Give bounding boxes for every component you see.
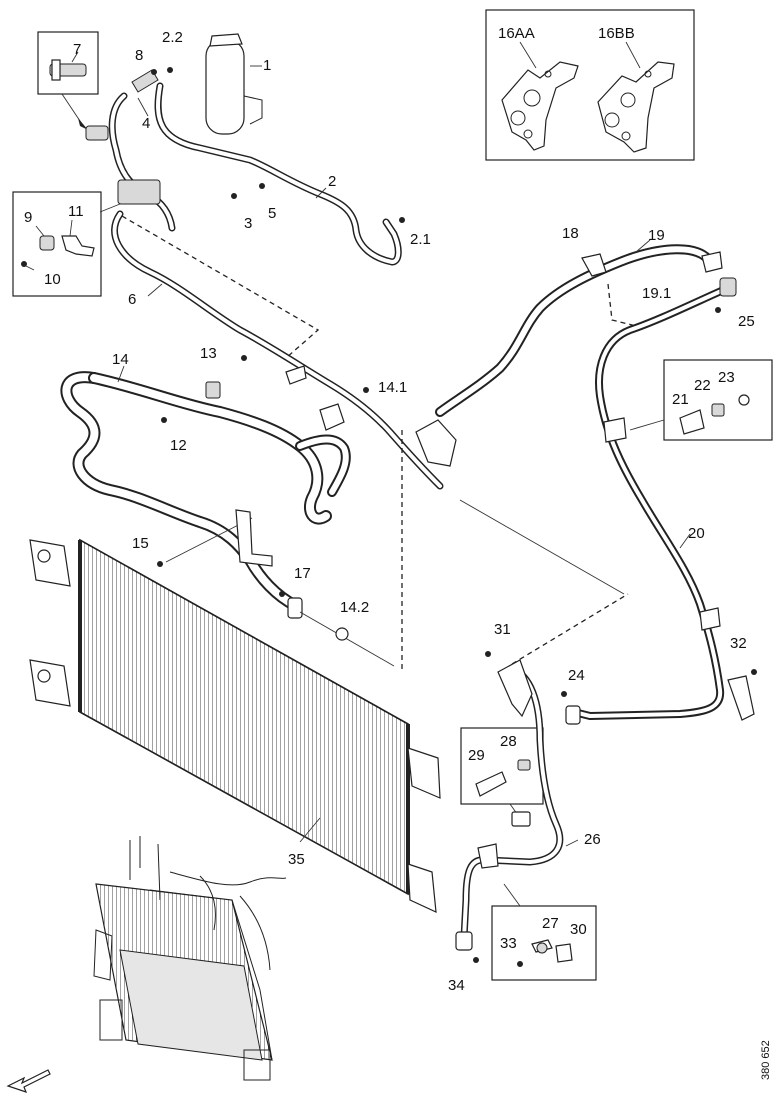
callout-4: 4: [142, 115, 150, 132]
callout-29: 29: [468, 747, 485, 764]
callout-6: 6: [128, 291, 136, 308]
callout-14: 14: [112, 351, 129, 368]
callout-18: 18: [562, 225, 579, 242]
cooling-module-thumbnail: [93, 836, 287, 1081]
inset-27-30-33: [491, 883, 597, 981]
callout-labels: 7 8 2.2 1 4 2 5 3 2.1 9 11 10 6 13 14 14…: [24, 25, 772, 1080]
callout-2.1: 2.1: [410, 231, 431, 248]
reference-lines: [121, 215, 757, 675]
callout-35: 35: [288, 851, 305, 868]
inset-28-29: [460, 727, 544, 819]
inset-9-10-11: [12, 191, 131, 297]
callout-14.1: 14.1: [378, 379, 407, 396]
hose-20: [565, 277, 755, 725]
hose-4: [108, 67, 176, 232]
hose-6: [111, 179, 444, 490]
callout-11: 11: [68, 203, 84, 220]
callout-5: 5: [268, 205, 276, 222]
callout-10: 10: [44, 271, 61, 288]
callout-27: 27: [542, 915, 559, 932]
hose-19: [415, 239, 723, 467]
callout-23: 23: [718, 369, 735, 386]
callout-16AA: 16AA: [498, 25, 535, 42]
callout-16BB: 16BB: [598, 25, 635, 42]
inset-16aa-16bb: [485, 9, 695, 161]
callout-22: 22: [694, 377, 711, 394]
callout-14.2: 14.2: [340, 599, 369, 616]
callout-21: 21: [672, 391, 689, 408]
callout-7: 7: [73, 41, 81, 58]
inset-7: [37, 31, 109, 141]
callout-32: 32: [730, 635, 747, 652]
callout-8: 8: [135, 47, 143, 64]
callout-15: 15: [132, 535, 149, 552]
callout-30: 30: [570, 921, 587, 938]
callout-9: 9: [24, 209, 32, 226]
callout-1: 1: [263, 57, 271, 74]
callout-19.1: 19.1: [642, 285, 671, 302]
callout-13: 13: [200, 345, 217, 362]
callout-28: 28: [500, 733, 517, 750]
callout-17: 17: [294, 565, 311, 582]
hose-26: [455, 651, 579, 963]
callout-2: 2: [328, 173, 336, 190]
callout-12: 12: [170, 437, 187, 454]
hose-2: [154, 82, 405, 266]
callout-26: 26: [584, 831, 601, 848]
callout-34: 34: [448, 977, 465, 994]
receiver-drier: [205, 33, 263, 135]
callout-20: 20: [688, 525, 705, 542]
callout-25: 25: [738, 313, 755, 330]
callout-3: 3: [244, 215, 252, 232]
condenser: [29, 538, 441, 913]
callout-31: 31: [494, 621, 511, 638]
arrow-icon: [6, 1069, 51, 1093]
callout-2.2: 2.2: [162, 29, 183, 46]
inset-21-22-23: [629, 359, 773, 441]
document-id: 380 652: [760, 1040, 772, 1080]
callout-19: 19: [648, 227, 665, 244]
callout-33: 33: [500, 935, 517, 952]
callout-24: 24: [568, 667, 585, 684]
